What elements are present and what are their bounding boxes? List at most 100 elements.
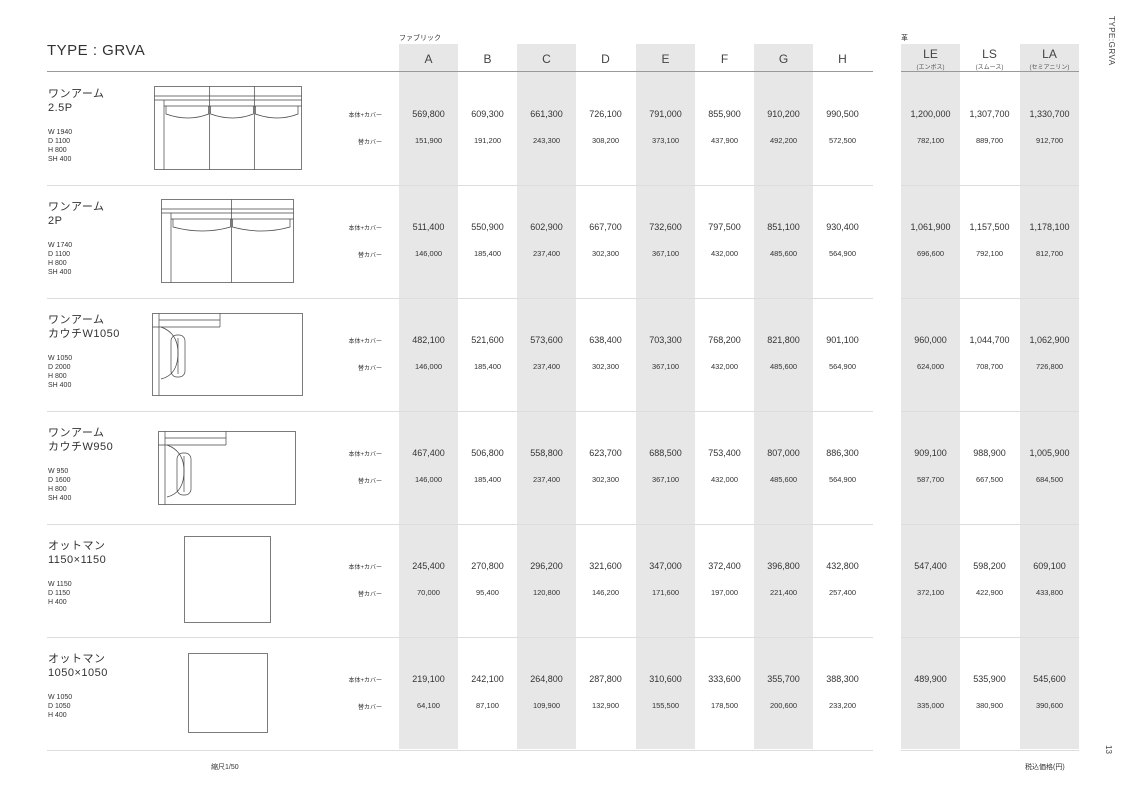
price-label-replacement-cover: 替カバー [357,140,382,146]
price-body-cover-le: 547,400 [914,561,947,571]
column-header-label: B [483,52,492,66]
column-header-label: A [424,52,433,66]
product-sketch [152,313,303,401]
price-body-cover-g: 910,200 [767,109,800,119]
fabric-group-label: ファブリック [399,35,441,42]
price-body-cover-h: 388,300 [826,674,859,684]
price-replacement-cover-la: 812,700 [1035,249,1064,258]
price-replacement-cover-ls: 792,100 [975,249,1004,258]
price-replacement-cover-e: 367,100 [651,475,680,484]
price-replacement-cover-g: 221,400 [769,588,798,597]
column-header-g: G [754,52,813,66]
column-shade-la [1020,44,1079,749]
product-name: オットマン 1150×1150 [48,540,107,566]
price-body-cover-g: 851,100 [767,222,800,232]
price-body-cover-d: 321,600 [589,561,622,571]
row-divider [47,637,873,638]
price-replacement-cover-f: 432,000 [710,362,739,371]
price-replacement-cover-h: 572,500 [828,136,857,145]
price-body-cover-le: 960,000 [914,335,947,345]
price-label-replacement-cover: 替カバー [357,479,382,485]
price-replacement-cover-c: 237,400 [532,475,561,484]
price-replacement-cover-g: 492,200 [769,136,798,145]
price-body-cover-h: 930,400 [826,222,859,232]
column-header-la: LA(セミアニリン) [1020,47,1079,71]
price-replacement-cover-b: 185,400 [473,249,502,258]
column-header-label: F [720,52,729,66]
column-header-e: E [636,52,695,66]
product-name: オットマン 1050×1050 [48,653,108,679]
product-name: ワンアーム 2.5P [48,88,105,114]
price-replacement-cover-h: 233,200 [828,701,857,710]
price-body-cover-le: 489,900 [914,674,947,684]
price-body-cover-b: 609,300 [471,109,504,119]
column-header-ls: LS(スムース) [960,47,1019,71]
column-header-sub: (セミアニリン) [1029,65,1070,71]
price-replacement-cover-b: 87,100 [476,701,499,710]
price-body-cover-le: 1,061,900 [910,222,951,232]
price-body-cover-f: 797,500 [708,222,741,232]
price-body-cover-g: 355,700 [767,674,800,684]
price-body-cover-e: 732,600 [649,222,682,232]
price-body-cover-d: 667,700 [589,222,622,232]
price-body-cover-a: 569,800 [412,109,445,119]
price-body-cover-e: 791,000 [649,109,682,119]
price-body-cover-e: 310,600 [649,674,682,684]
row-divider [47,524,873,525]
product-sketch [161,199,294,288]
price-replacement-cover-le: 782,100 [916,136,945,145]
price-replacement-cover-ls: 422,900 [975,588,1004,597]
price-body-cover-b: 550,900 [471,222,504,232]
price-unit-note: 税込価格(円) [1025,764,1065,771]
price-body-cover-d: 623,700 [589,448,622,458]
row-divider [47,185,873,186]
price-label-replacement-cover: 替カバー [357,705,382,711]
price-body-cover-f: 753,400 [708,448,741,458]
price-body-cover-d: 726,100 [589,109,622,119]
price-replacement-cover-h: 564,900 [828,362,857,371]
price-replacement-cover-c: 237,400 [532,249,561,258]
price-replacement-cover-a: 146,000 [414,362,443,371]
price-replacement-cover-ls: 380,900 [975,701,1004,710]
price-body-cover-b: 242,100 [471,674,504,684]
price-body-cover-a: 219,100 [412,674,445,684]
price-replacement-cover-le: 624,000 [916,362,945,371]
price-replacement-cover-f: 197,000 [710,588,739,597]
price-body-cover-f: 333,600 [708,674,741,684]
price-body-cover-d: 638,400 [589,335,622,345]
price-replacement-cover-c: 120,800 [532,588,561,597]
product-sketch [154,86,302,175]
price-body-cover-ls: 535,900 [973,674,1006,684]
row-divider [47,750,873,751]
column-header-b: B [458,52,517,66]
product-dimensions: W 1150 D 1150 H 400 [48,581,72,606]
column-header-label: H [838,52,847,66]
price-replacement-cover-le: 587,700 [916,475,945,484]
side-type-label: TYPE:GRVA [1107,16,1116,66]
row-divider-leather [901,524,1079,525]
price-replacement-cover-ls: 708,700 [975,362,1004,371]
price-body-cover-a: 245,400 [412,561,445,571]
price-replacement-cover-f: 432,000 [710,475,739,484]
price-body-cover-c: 296,200 [530,561,563,571]
price-replacement-cover-d: 132,900 [591,701,620,710]
column-header-f: F [695,52,754,66]
price-replacement-cover-a: 146,000 [414,475,443,484]
price-label-replacement-cover: 替カバー [357,592,382,598]
price-replacement-cover-d: 146,200 [591,588,620,597]
price-body-cover-b: 270,800 [471,561,504,571]
price-replacement-cover-d: 308,200 [591,136,620,145]
price-body-cover-la: 1,005,900 [1029,448,1070,458]
price-replacement-cover-ls: 667,500 [975,475,1004,484]
header-divider [47,71,873,72]
column-header-label: D [601,52,610,66]
price-replacement-cover-e: 171,600 [651,588,680,597]
price-replacement-cover-g: 485,600 [769,249,798,258]
row-divider-leather [901,298,1079,299]
price-replacement-cover-b: 185,400 [473,362,502,371]
price-body-cover-c: 602,900 [530,222,563,232]
page-title: TYPE : GRVA [47,42,146,59]
price-body-cover-ls: 1,307,700 [969,109,1010,119]
price-replacement-cover-a: 146,000 [414,249,443,258]
price-label-body-cover: 本体+カバー [348,226,382,232]
